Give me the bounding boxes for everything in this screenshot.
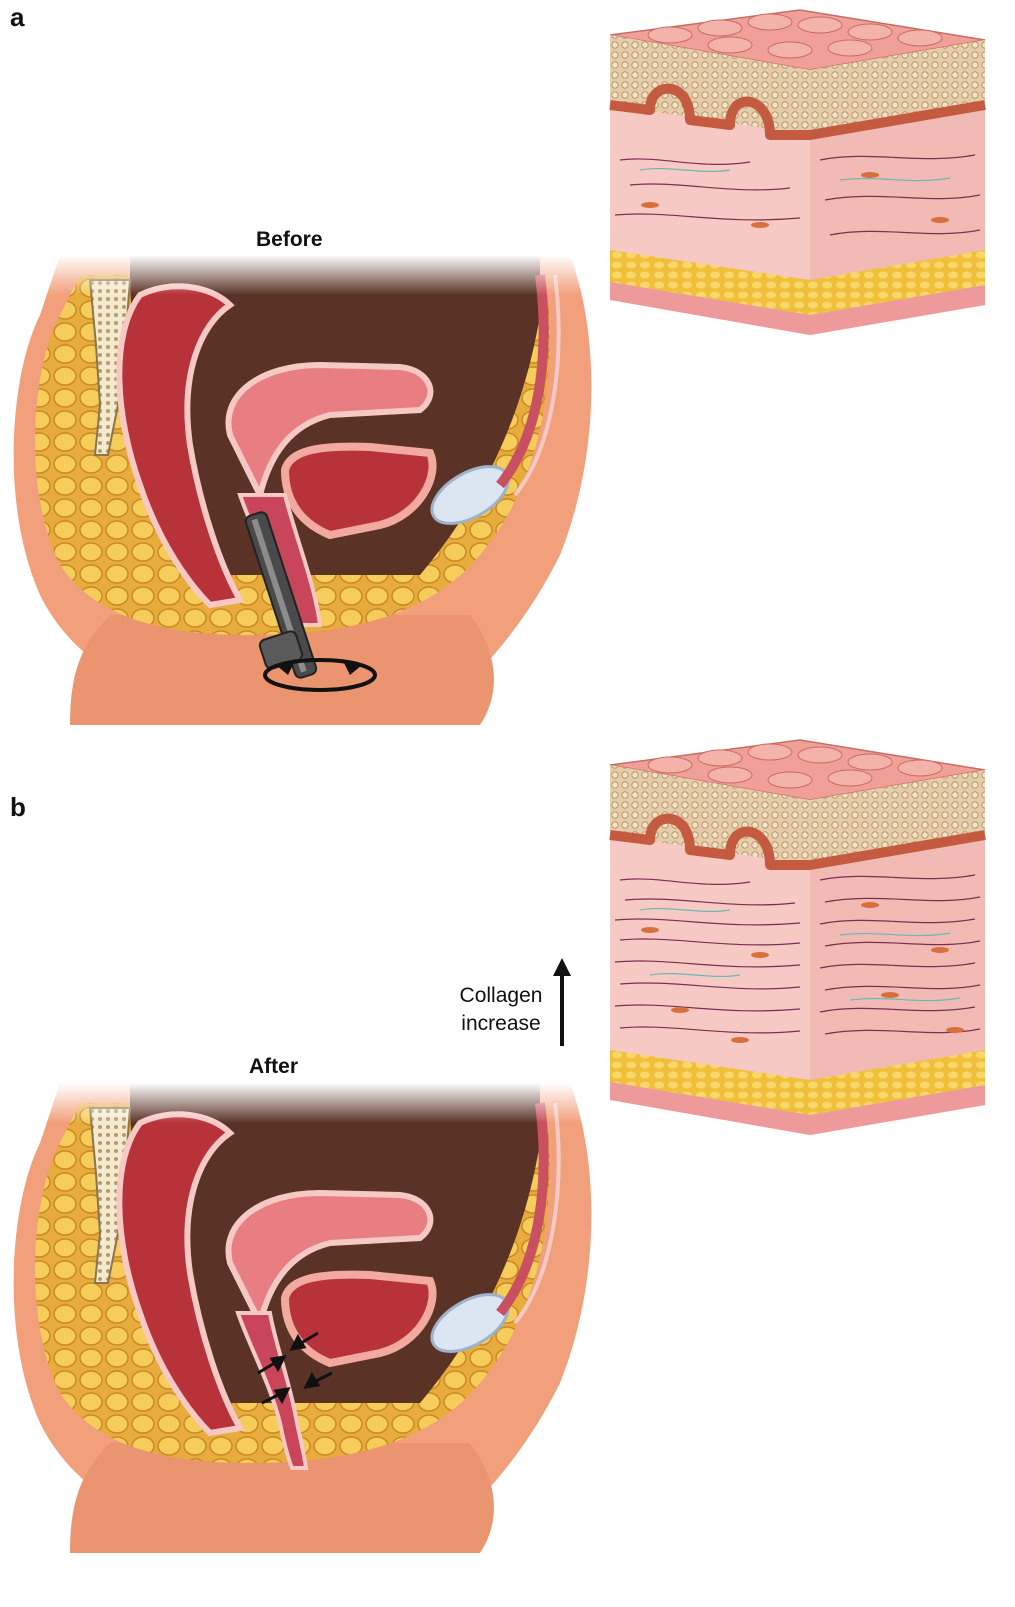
tissue-block-before bbox=[609, 9, 986, 335]
after-label: After bbox=[249, 1055, 299, 1078]
sacrum-bone bbox=[88, 1107, 132, 1284]
pelvis-cross-section-after bbox=[0, 1083, 600, 1553]
panel-letter-a: a bbox=[10, 2, 25, 32]
rotation-arrow-icon bbox=[263, 658, 377, 692]
rectum bbox=[116, 1111, 245, 1437]
laser-probe-instrument bbox=[244, 511, 318, 679]
tissue-block-after bbox=[609, 739, 986, 1135]
uterus bbox=[225, 1189, 434, 1332]
basal-layer bbox=[609, 83, 986, 140]
uterus bbox=[225, 361, 434, 504]
collagen-label-line2: increase bbox=[461, 1012, 541, 1035]
bladder bbox=[280, 442, 437, 540]
pelvis-cross-section-before bbox=[0, 255, 600, 725]
rectum bbox=[116, 283, 245, 609]
before-label: Before bbox=[256, 228, 323, 251]
vaginal-canal-tightened bbox=[235, 1311, 309, 1470]
sacrum-bone bbox=[88, 279, 132, 456]
up-arrow-icon bbox=[553, 958, 571, 1046]
compression-arrow-icon bbox=[257, 1331, 333, 1405]
collagen-label-line1: Collagen bbox=[459, 984, 543, 1007]
panel-letter-b: b bbox=[10, 792, 26, 822]
basal-layer bbox=[609, 813, 986, 870]
collagen-increase-label: Collagen increase bbox=[446, 982, 556, 1038]
